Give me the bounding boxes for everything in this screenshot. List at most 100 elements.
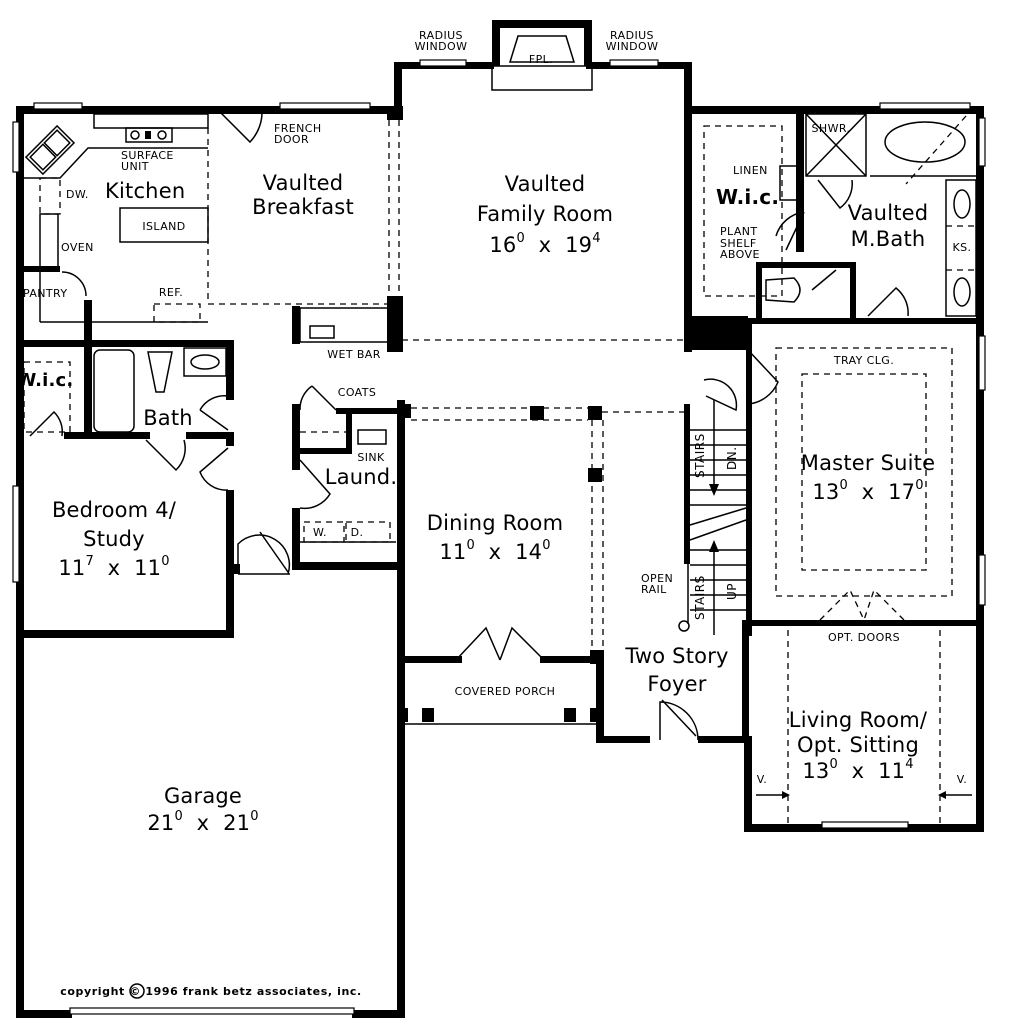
column xyxy=(588,406,602,420)
wall xyxy=(346,408,352,452)
wall xyxy=(226,340,234,400)
window xyxy=(12,121,20,173)
kitchen-sink xyxy=(24,124,76,176)
window xyxy=(978,335,986,391)
column xyxy=(387,296,403,352)
window xyxy=(821,821,909,829)
living-room-label: Living Room/ Opt. Sitting 130 x 114 xyxy=(788,708,928,783)
down-label: DN. xyxy=(725,446,739,470)
wall xyxy=(84,300,92,342)
covered-porch-label: COVERED PORCH xyxy=(454,685,556,698)
laundry-door[interactable] xyxy=(299,459,331,510)
family-room-label: Vaulted Family Room 160 x 194 xyxy=(476,172,614,257)
surface-unit xyxy=(125,127,173,143)
dishwasher xyxy=(39,177,61,215)
french-door[interactable] xyxy=(217,109,263,144)
column xyxy=(564,708,576,722)
master-suite-label: Master Suite 130 x 170 xyxy=(800,451,936,504)
master-wic-label: W.i.c. xyxy=(716,185,780,209)
wic-shelf xyxy=(23,361,71,433)
column xyxy=(387,106,403,120)
wall xyxy=(292,508,300,570)
vanity-sink xyxy=(953,277,971,307)
linen-closet xyxy=(779,165,799,201)
oven xyxy=(39,213,59,271)
counter xyxy=(93,113,209,129)
wall xyxy=(16,1010,72,1018)
vanity xyxy=(183,347,227,377)
dining-room-dimensions: 110 x 140 xyxy=(439,538,551,564)
wall xyxy=(748,620,982,626)
wic-door[interactable] xyxy=(29,410,64,437)
pantry-label: PANTRY xyxy=(23,287,68,300)
copyright-notice: copyright © 1996 frank betz associates, … xyxy=(60,985,362,998)
wall xyxy=(292,448,352,454)
wall xyxy=(584,20,592,66)
master-wic-door[interactable] xyxy=(775,211,805,251)
oven-label: OVEN xyxy=(61,241,94,254)
wall xyxy=(976,106,984,830)
opt-doors[interactable] xyxy=(819,588,905,621)
garage-entry-door[interactable] xyxy=(237,531,291,575)
tray-ceiling-label: TRAY CLG. xyxy=(833,354,895,367)
kitchen-label: Kitchen xyxy=(105,179,186,203)
washer-label: W. xyxy=(313,526,327,539)
wall xyxy=(16,340,234,347)
wall xyxy=(492,20,500,66)
wall xyxy=(16,106,24,1018)
wall xyxy=(16,630,234,638)
coats-door[interactable] xyxy=(299,385,337,411)
window xyxy=(279,102,371,110)
front-door[interactable] xyxy=(659,701,699,741)
column xyxy=(397,404,411,418)
wall xyxy=(292,306,300,344)
family-room-dimensions: 160 x 194 xyxy=(489,231,601,257)
kitchen-island xyxy=(119,207,209,243)
wic-label: W.i.c. xyxy=(16,370,74,391)
master-wic-shelf xyxy=(703,125,783,297)
window xyxy=(879,102,971,110)
wall xyxy=(336,408,400,414)
bathtub xyxy=(93,349,135,433)
wall xyxy=(796,112,804,252)
wall xyxy=(684,106,982,114)
wall xyxy=(540,656,604,663)
master-bath-door[interactable] xyxy=(867,286,909,317)
wall xyxy=(746,318,982,324)
shower-label: SHWR. xyxy=(811,122,851,135)
wall xyxy=(850,262,856,318)
radius-window-right xyxy=(609,59,659,67)
pantry-door[interactable] xyxy=(61,271,87,297)
island-label: ISLAND xyxy=(142,220,186,233)
dining-double-doors[interactable] xyxy=(455,626,545,661)
up-label: UP xyxy=(725,582,739,600)
closet-door[interactable] xyxy=(703,378,738,412)
toilet-door[interactable] xyxy=(811,269,837,291)
refrigerator xyxy=(153,303,201,323)
garage-door xyxy=(69,1007,355,1015)
wall xyxy=(352,1010,404,1018)
wall xyxy=(756,262,856,268)
master-toilet xyxy=(765,277,801,303)
master-suite-door[interactable] xyxy=(747,349,779,405)
wall xyxy=(394,62,402,120)
bath-door[interactable] xyxy=(199,395,229,431)
coats-label: COATS xyxy=(337,386,377,399)
wall xyxy=(684,62,692,352)
bedroom4-door[interactable] xyxy=(199,447,229,491)
wall xyxy=(744,736,752,832)
column xyxy=(590,650,604,664)
shower-door[interactable] xyxy=(817,179,853,210)
wall xyxy=(24,266,60,272)
wall xyxy=(186,432,234,439)
stair-treads xyxy=(689,400,747,635)
bath-inner-door[interactable] xyxy=(145,439,186,472)
bedroom4-label: Bedroom 4/ Study 117 x 110 xyxy=(51,498,177,580)
window xyxy=(978,554,986,606)
living-room-dimensions: 130 x 114 xyxy=(802,757,914,783)
laundry-sink xyxy=(357,429,387,445)
window xyxy=(33,102,83,110)
